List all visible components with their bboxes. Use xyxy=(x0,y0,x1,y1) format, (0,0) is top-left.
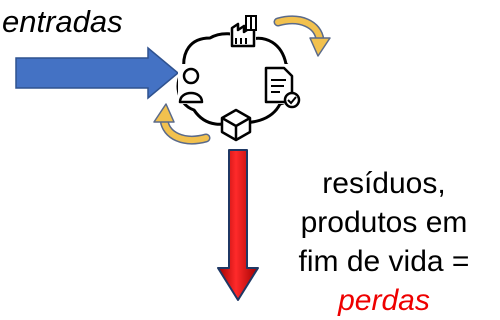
outputs-line-1: resíduos, xyxy=(322,167,446,200)
output-arrow xyxy=(217,149,259,301)
cycle-arrow-icon xyxy=(153,103,211,145)
losses-label: perdas xyxy=(338,284,430,317)
factory-icon xyxy=(230,15,257,48)
document-check-icon xyxy=(264,64,301,109)
cycle-arrow-icon xyxy=(273,15,331,57)
outputs-label: resíduos, produtos em fim de vida = perd… xyxy=(268,164,500,320)
input-arrow xyxy=(15,46,180,100)
person-icon xyxy=(178,64,206,104)
inputs-label: entradas xyxy=(2,4,123,39)
outputs-line-2: produtos em xyxy=(300,206,468,239)
outputs-line-3: fim de vida = xyxy=(298,245,470,278)
box-icon xyxy=(220,108,252,142)
